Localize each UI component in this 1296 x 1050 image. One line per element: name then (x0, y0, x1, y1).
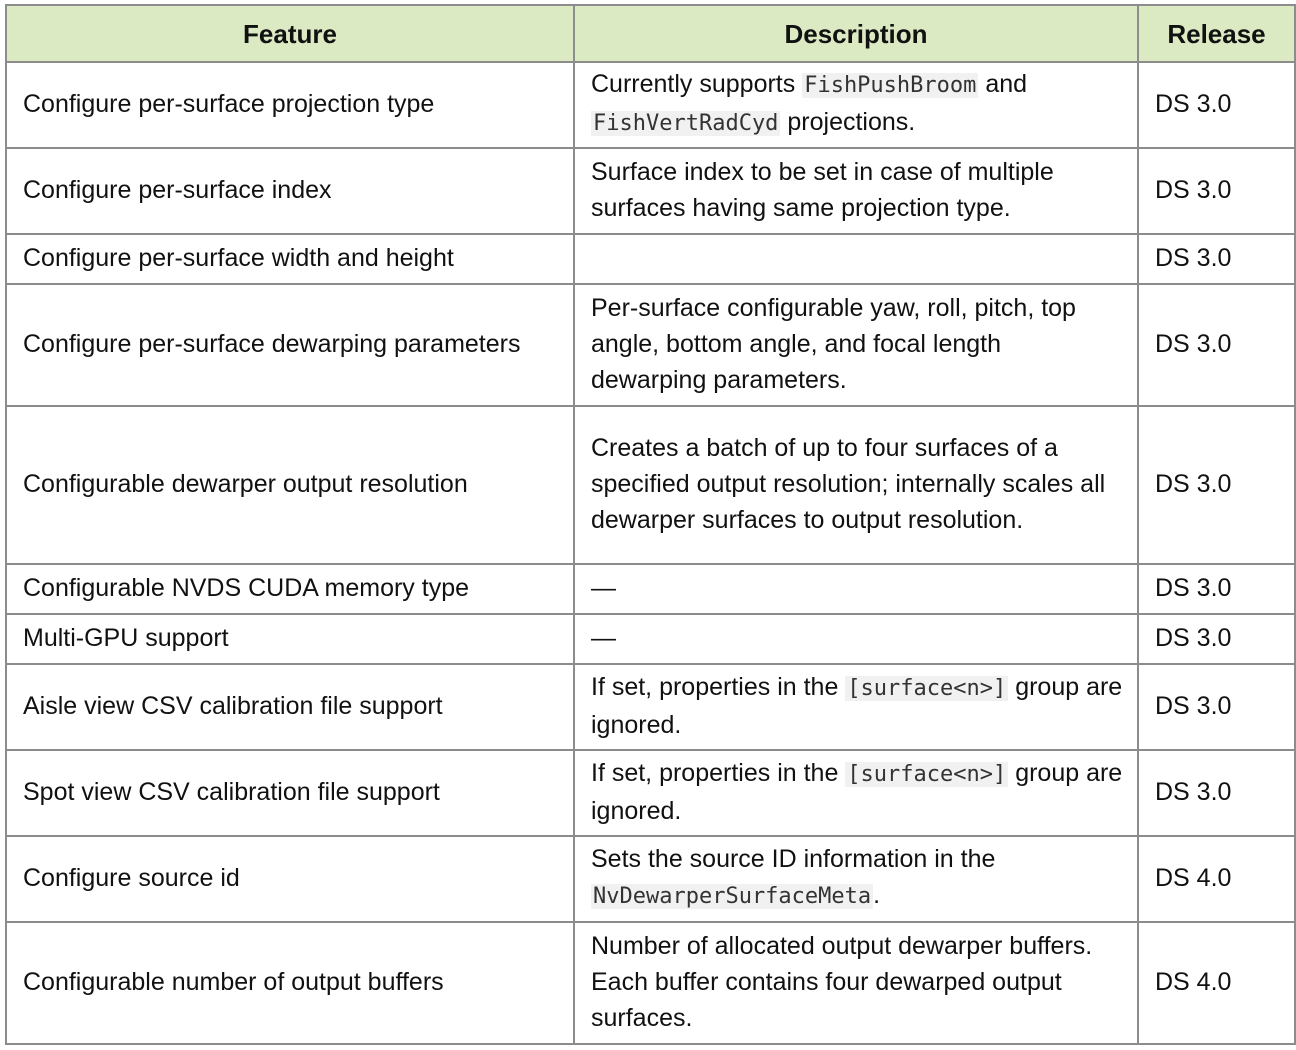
description-cell: — (573, 563, 1139, 615)
table-row: Configurable number of output buffers Nu… (5, 921, 1296, 1045)
feature-cell: Aisle view CSV calibration file support (5, 663, 575, 751)
description-text: Per-surface configurable yaw, roll, pitc… (591, 294, 1076, 394)
description-text: projections. (780, 108, 916, 136)
feature-cell: Multi-GPU support (5, 613, 575, 665)
code-literal: FishPushBroom (802, 73, 979, 98)
description-text: Currently supports (591, 70, 803, 98)
table-header: Feature Description Release (5, 4, 1296, 63)
description-text: and (978, 70, 1028, 98)
table-row: Configurable dewarper output resolution … (5, 405, 1296, 565)
release-cell: DS 3.0 (1137, 613, 1296, 665)
feature-cell: Configure per-surface index (5, 147, 575, 235)
table-row: Configure per-surface dewarping paramete… (5, 283, 1296, 407)
description-cell: Per-surface configurable yaw, roll, pitc… (573, 283, 1139, 407)
feature-cell: Configure source id (5, 835, 575, 923)
column-header-description: Description (573, 4, 1139, 63)
table-row: Configure source id Sets the source ID i… (5, 835, 1296, 923)
column-header-release: Release (1137, 4, 1296, 63)
table-row: Configure per-surface width and height D… (5, 233, 1296, 285)
description-cell: Surface index to be set in case of multi… (573, 147, 1139, 235)
description-cell: Creates a batch of up to four surfaces o… (573, 405, 1139, 565)
table-row: Configurable NVDS CUDA memory type — DS … (5, 563, 1296, 615)
release-cell: DS 4.0 (1137, 921, 1296, 1045)
code-literal: NvDewarperSurfaceMeta (591, 884, 874, 909)
release-cell: DS 3.0 (1137, 663, 1296, 751)
description-text: Sets the source ID information in the (591, 845, 996, 873)
release-cell: DS 3.0 (1137, 61, 1296, 149)
table-row: Configure per-surface index Surface inde… (5, 147, 1296, 235)
description-text: . (873, 881, 881, 909)
description-cell: Currently supports FishPushBroom and Fis… (573, 61, 1139, 149)
description-text: If set, properties in the (591, 673, 846, 701)
table-row: Spot view CSV calibration file support I… (5, 749, 1296, 837)
description-cell (573, 233, 1139, 285)
table-row: Aisle view CSV calibration file support … (5, 663, 1296, 751)
release-cell: DS 3.0 (1137, 147, 1296, 235)
description-cell: Sets the source ID information in the Nv… (573, 835, 1139, 923)
description-text: Number of allocated output dewarper buff… (591, 932, 1093, 1032)
description-cell: — (573, 613, 1139, 665)
description-text: — (591, 624, 616, 652)
description-text: group are ignored. (591, 759, 1123, 825)
release-cell: DS 3.0 (1137, 405, 1296, 565)
description-text: Creates a batch of up to four surfaces o… (591, 434, 1106, 534)
code-literal: [surface<n>] (845, 762, 1009, 787)
description-cell: Number of allocated output dewarper buff… (573, 921, 1139, 1045)
release-cell: DS 3.0 (1137, 749, 1296, 837)
table-row: Configure per-surface projection type Cu… (5, 61, 1296, 149)
table-row: Multi-GPU support — DS 3.0 (5, 613, 1296, 665)
table-body: Configure per-surface projection type Cu… (5, 61, 1296, 1045)
description-text: If set, properties in the (591, 759, 846, 787)
feature-cell: Spot view CSV calibration file support (5, 749, 575, 837)
release-cell: DS 3.0 (1137, 283, 1296, 407)
feature-cell: Configurable number of output buffers (5, 921, 575, 1045)
description-cell: If set, properties in the [surface<n>] g… (573, 749, 1139, 837)
description-cell: If set, properties in the [surface<n>] g… (573, 663, 1139, 751)
features-table: Feature Description Release Configure pe… (5, 4, 1296, 1045)
code-literal: FishVertRadCyd (591, 111, 781, 136)
feature-cell: Configure per-surface projection type (5, 61, 575, 149)
feature-cell: Configure per-surface width and height (5, 233, 575, 285)
release-cell: DS 4.0 (1137, 835, 1296, 923)
description-text: — (591, 574, 616, 602)
code-literal: [surface<n>] (845, 676, 1009, 701)
column-header-feature: Feature (5, 4, 575, 63)
release-cell: DS 3.0 (1137, 233, 1296, 285)
feature-cell: Configure per-surface dewarping paramete… (5, 283, 575, 407)
description-text: Surface index to be set in case of multi… (591, 158, 1054, 222)
feature-cell: Configurable dewarper output resolution (5, 405, 575, 565)
feature-cell: Configurable NVDS CUDA memory type (5, 563, 575, 615)
release-cell: DS 3.0 (1137, 563, 1296, 615)
header-row: Feature Description Release (5, 4, 1296, 63)
description-text: group are ignored. (591, 673, 1123, 739)
